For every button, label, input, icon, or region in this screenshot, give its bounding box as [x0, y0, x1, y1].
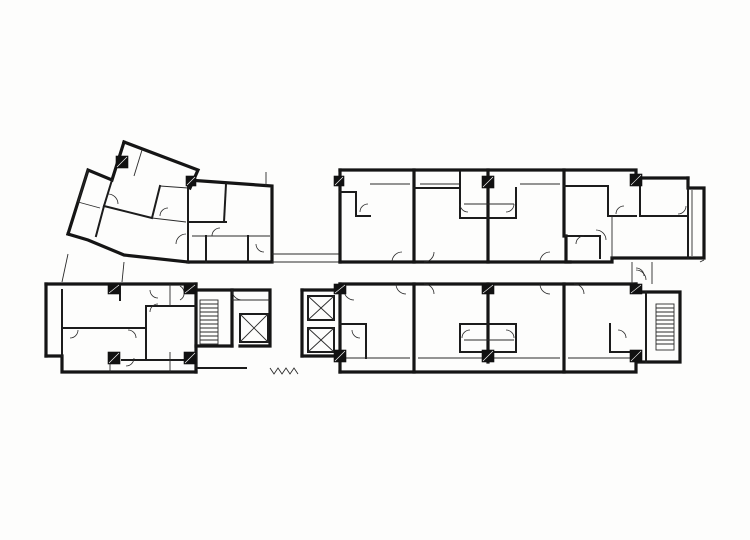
right-stair [655, 303, 675, 351]
column [333, 349, 347, 363]
column [333, 283, 347, 295]
column [629, 349, 643, 363]
column [481, 175, 495, 189]
column [183, 351, 197, 365]
structural-columns [107, 155, 643, 365]
upper-right-wing [338, 168, 706, 264]
lower-right-wing [338, 269, 682, 374]
center-elevators [300, 288, 342, 358]
column [333, 175, 345, 187]
column [107, 351, 121, 365]
upper-left-block [186, 172, 274, 264]
lower-left-wing [44, 282, 198, 374]
column [185, 175, 197, 187]
rotated-wing [65, 139, 201, 264]
left-core [194, 288, 299, 375]
left-elevator [239, 313, 269, 343]
right-link [631, 259, 705, 284]
column [183, 283, 197, 295]
column [481, 349, 495, 363]
column [629, 283, 643, 295]
column [481, 283, 495, 295]
upper-corridor [61, 253, 340, 283]
left-stair [199, 299, 219, 345]
column [629, 173, 643, 187]
column [115, 155, 129, 169]
column [107, 283, 121, 295]
